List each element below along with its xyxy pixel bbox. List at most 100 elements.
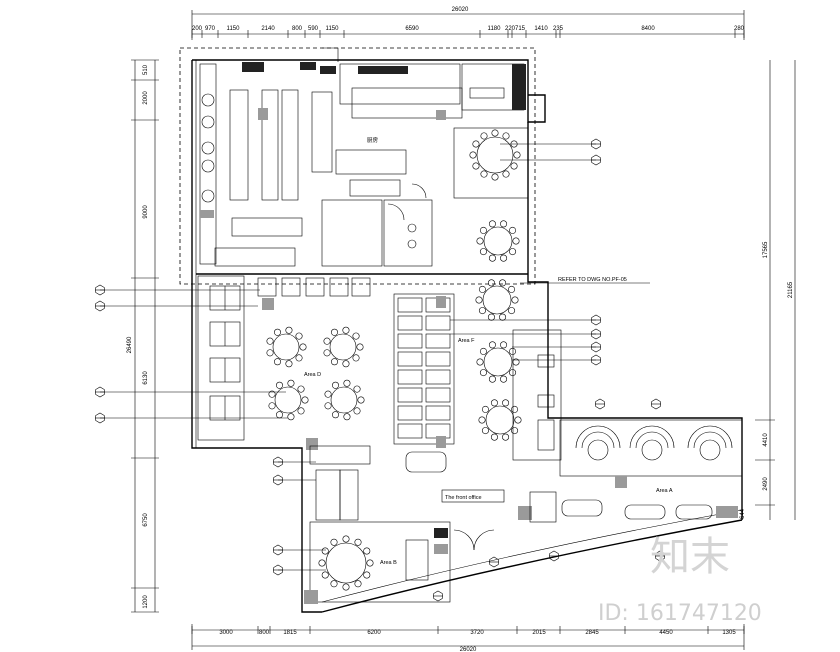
bottom-dim-7: 2845 — [585, 630, 599, 636]
chair — [342, 583, 350, 591]
bottom-dim-8: 4450 — [659, 630, 673, 636]
chair — [491, 173, 499, 181]
chair — [480, 132, 488, 140]
table-top — [476, 136, 514, 174]
chair — [511, 405, 519, 413]
table-top — [274, 386, 302, 414]
chair — [511, 427, 519, 435]
chair — [354, 538, 362, 546]
chair — [502, 170, 510, 178]
chair — [275, 411, 283, 419]
booth-inner — [581, 431, 615, 449]
chair — [488, 375, 496, 383]
booth-seat — [425, 405, 451, 421]
left-dim-1: 510 — [143, 64, 149, 75]
marker-hexagon — [651, 398, 661, 410]
booth-row — [197, 275, 245, 441]
chair — [321, 571, 329, 579]
chair — [500, 341, 508, 349]
reference-marker — [95, 412, 105, 424]
top-dim-13: 235 — [553, 26, 564, 32]
bottom-dim-5: 3720 — [470, 630, 484, 636]
chair — [273, 328, 281, 336]
bottom-dim-2: 800 — [259, 630, 270, 636]
chair — [488, 341, 496, 349]
chair — [318, 559, 326, 567]
area-f: Area F — [393, 293, 475, 448]
booth-table — [699, 439, 721, 461]
booth-seat — [425, 315, 451, 331]
chair — [287, 413, 295, 421]
marker-hexagon — [95, 284, 105, 296]
chair — [343, 379, 351, 387]
chair — [324, 402, 332, 410]
chair — [478, 416, 486, 424]
left-dim-5: 6750 — [143, 513, 149, 527]
right-total-b: 21165 — [788, 281, 794, 298]
round-table — [323, 326, 364, 368]
chair — [509, 226, 517, 234]
top-dim-6: 590 — [308, 26, 319, 32]
booth-seat — [397, 315, 423, 331]
reference-marker — [489, 556, 499, 568]
bottom-dim-4: 6200 — [367, 630, 381, 636]
reference-marker — [591, 154, 601, 166]
kitchen-area: 厨房 — [199, 47, 526, 267]
booth-seat — [425, 387, 451, 403]
right-dim-2: 2490 — [763, 477, 769, 491]
chair — [500, 254, 508, 262]
reference-marker — [595, 398, 605, 410]
chair — [481, 427, 489, 435]
area-a: Area A — [518, 419, 743, 523]
outer-walls — [179, 47, 743, 613]
chair — [323, 337, 331, 345]
left-dim-6: 1200 — [143, 595, 149, 609]
booth-table — [587, 439, 609, 461]
round-table — [318, 535, 374, 591]
watermark-id: ID: 161747120 — [598, 601, 762, 626]
bottom-dim-9: 1305 — [722, 630, 736, 636]
marker-hexagon — [95, 300, 105, 312]
marker-hexagon — [273, 544, 283, 556]
chair — [266, 349, 274, 357]
chair — [323, 349, 331, 357]
kitchen-tag: 厨房 — [367, 136, 379, 144]
refer-note: REFER TO DWG NO.PF-05 — [558, 277, 627, 283]
booth-seat — [397, 423, 423, 439]
chair — [512, 237, 520, 245]
chair — [499, 279, 507, 287]
marker-hexagon — [591, 328, 601, 340]
chair — [508, 285, 516, 293]
chair — [301, 396, 309, 404]
top-dim-14: 8400 — [641, 26, 655, 32]
chair — [297, 407, 305, 415]
chair — [502, 399, 510, 407]
chair — [476, 237, 484, 245]
chair — [490, 399, 498, 407]
chair — [479, 369, 487, 377]
left-dim-2: 2000 — [143, 91, 149, 105]
marker-hexagon — [95, 386, 105, 398]
table-top — [329, 333, 357, 361]
area-b: Area B — [304, 445, 451, 604]
booth-inner — [693, 431, 727, 449]
round-table — [469, 129, 521, 181]
chair — [476, 358, 484, 366]
reference-marker — [95, 386, 105, 398]
chair — [487, 313, 495, 321]
chair — [268, 390, 276, 398]
chair — [472, 162, 480, 170]
table-top — [485, 405, 515, 435]
chair — [509, 248, 517, 256]
top-dim-1: 200 — [192, 26, 203, 32]
chair — [295, 332, 303, 340]
chair — [478, 285, 486, 293]
semicircle-booth — [687, 425, 733, 449]
booth-seat — [425, 351, 451, 367]
chair — [509, 347, 517, 355]
chair — [330, 358, 338, 366]
booth-seat — [425, 423, 451, 439]
booth-table — [641, 439, 663, 461]
booth-seat — [397, 297, 423, 313]
